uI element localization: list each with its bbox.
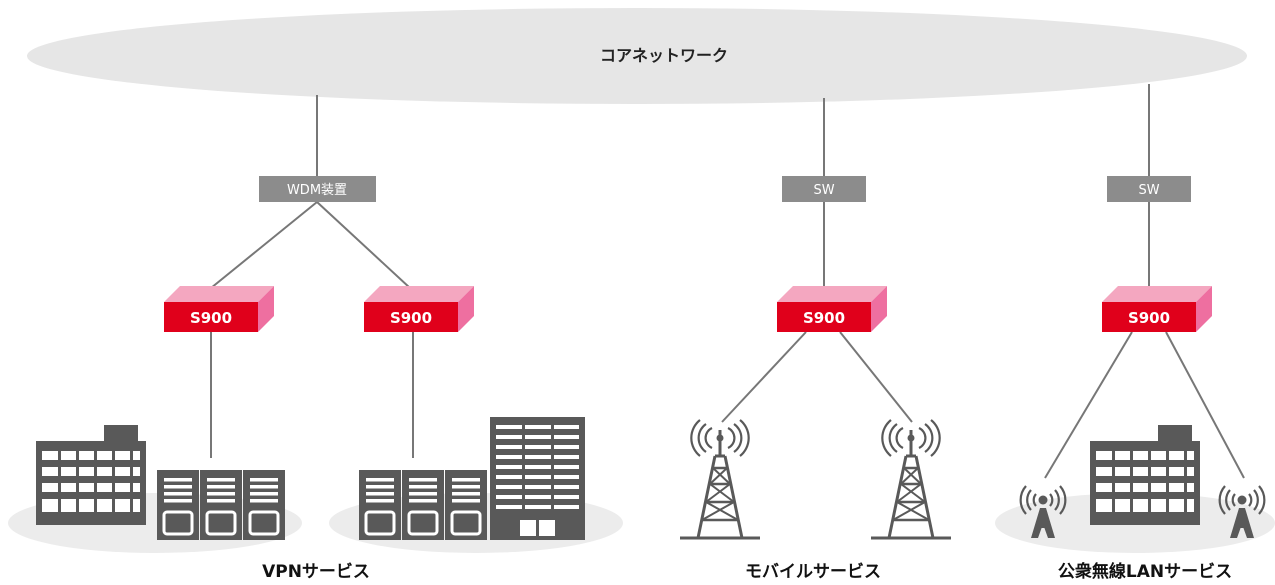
radio-tower-icon <box>678 418 762 540</box>
server-icon <box>198 468 244 542</box>
sw-wlan-node-label: SW <box>1138 183 1159 198</box>
wlan-service-label: 公衆無線LANサービス <box>1058 561 1232 582</box>
core-network-ellipse <box>27 8 1247 104</box>
link-wdm-s900-left <box>210 201 318 289</box>
link-s900-mobile-tower-right <box>839 331 913 423</box>
s900-mobile: S900 <box>777 286 887 332</box>
mobile-service-label: モバイルサービス <box>745 562 881 582</box>
sw-mobile-node-label: SW <box>813 183 834 198</box>
server-icon <box>400 468 446 542</box>
radio-tower-icon <box>869 418 953 540</box>
s900-mobile-label: S900 <box>803 309 845 327</box>
s900-vpn-right-label: S900 <box>390 309 432 327</box>
link-s900-wlan-antenna-right <box>1165 331 1245 479</box>
link-s900-wlan-antenna-left <box>1044 331 1133 479</box>
s900-vpn-right: S900 <box>364 286 474 332</box>
connection-lines <box>210 84 1245 479</box>
s900-vpn-left-label: S900 <box>190 309 232 327</box>
wdm-node: WDM装置 <box>259 176 376 202</box>
core-network-label: コアネットワーク <box>600 46 728 65</box>
s900-wlan-label: S900 <box>1128 309 1170 327</box>
server-icon <box>357 468 403 542</box>
building-icon <box>1090 425 1200 525</box>
sw-wlan-node: SW <box>1107 176 1191 202</box>
tall-building-icon <box>490 417 585 540</box>
link-s900-mobile-tower-left <box>721 331 807 423</box>
sw-mobile-node: SW <box>782 176 866 202</box>
building-icon <box>36 425 146 525</box>
link-wdm-s900-right <box>316 201 411 289</box>
server-icon <box>155 468 201 542</box>
vpn-service-label: VPNサービス <box>262 562 370 582</box>
s900-wlan: S900 <box>1102 286 1212 332</box>
server-icon <box>241 468 287 542</box>
wdm-node-label: WDM装置 <box>287 183 347 198</box>
s900-vpn-left: S900 <box>164 286 274 332</box>
server-icon <box>443 468 489 542</box>
